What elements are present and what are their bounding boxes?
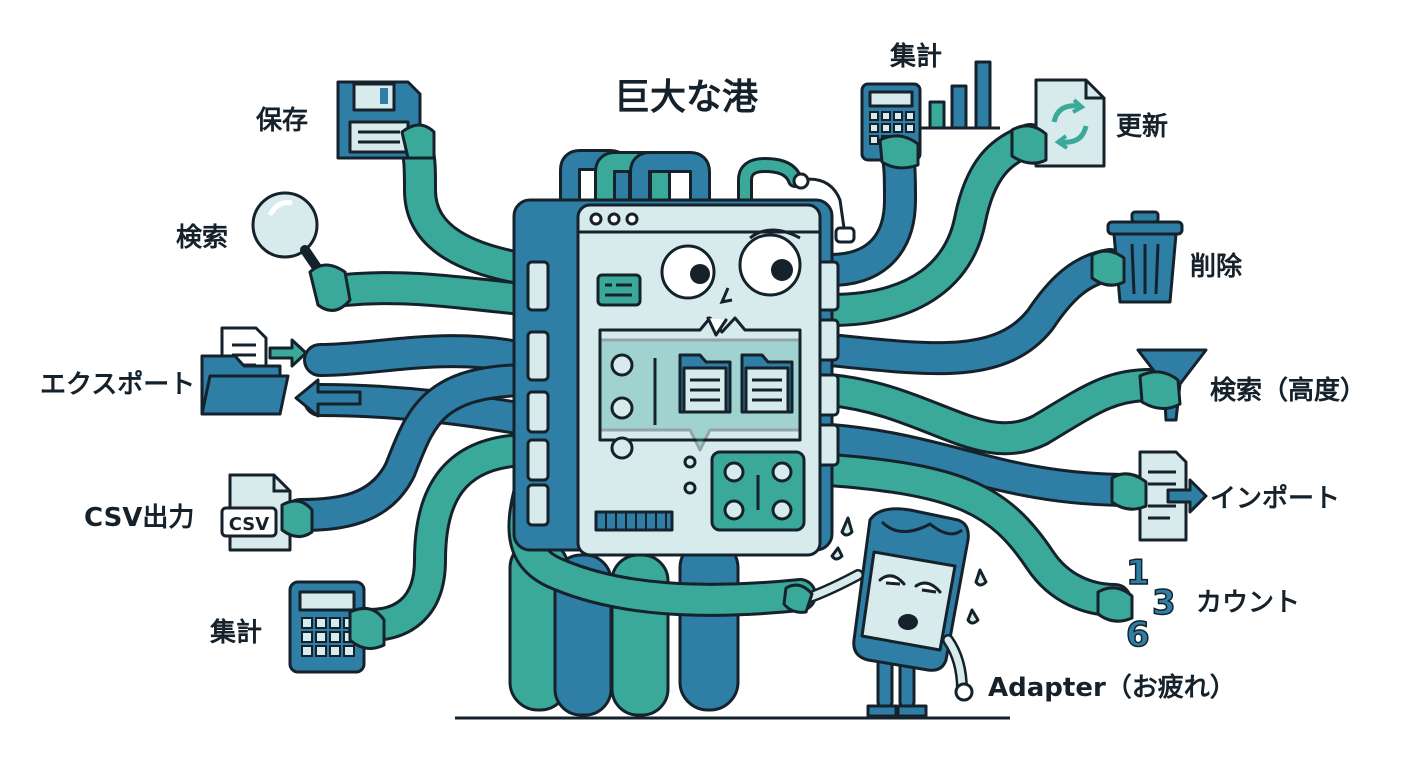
csv-file-label: CSV xyxy=(229,514,270,535)
csv-file-icon: CSV xyxy=(222,475,312,550)
label-delete: 削除 xyxy=(1190,254,1242,280)
floppy-disk-icon xyxy=(338,82,434,158)
calculator-icon xyxy=(290,582,384,672)
monster-server-icon xyxy=(514,200,838,555)
label-csv-output: CSV出力 xyxy=(84,505,194,531)
number-icon: 1 3 6 xyxy=(1098,553,1176,655)
magnifier-icon xyxy=(253,193,350,310)
count-digit-6: 6 xyxy=(1126,615,1150,655)
label-save: 保存 xyxy=(256,108,308,134)
label-search: 検索 xyxy=(176,225,228,251)
label-adapter: Adapter（お疲れ） xyxy=(988,675,1236,701)
page-title: 巨大な港 xyxy=(614,80,758,116)
refresh-document-icon xyxy=(1012,80,1104,166)
trash-can-icon xyxy=(1092,212,1182,302)
label-update: 更新 xyxy=(1116,114,1168,140)
label-advanced-search: 検索（高度） xyxy=(1210,378,1366,404)
label-aggregate-left: 集計 xyxy=(210,620,262,646)
label-aggregate-top: 集計 xyxy=(890,44,942,70)
calculator-top-icon xyxy=(862,84,920,168)
count-digit-3: 3 xyxy=(1152,583,1176,623)
label-import: インポート xyxy=(1210,486,1340,512)
label-export: エクスポート xyxy=(40,372,195,398)
label-count: カウント xyxy=(1196,590,1300,616)
import-document-icon xyxy=(1112,452,1206,540)
funnel-icon xyxy=(1138,350,1206,420)
count-digit-1: 1 xyxy=(1126,553,1150,593)
